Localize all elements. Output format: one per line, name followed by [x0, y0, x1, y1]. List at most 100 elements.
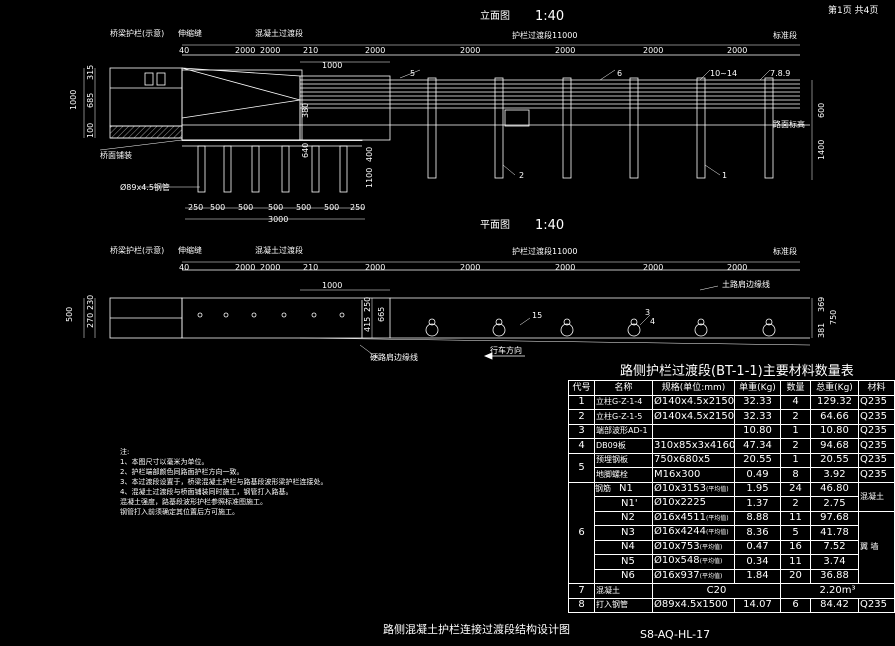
- elev-label-total: 护栏过渡段11000: [512, 30, 577, 40]
- elev-callout-10-14: 10~14: [710, 69, 737, 78]
- rebar-avg: (平均值): [699, 543, 723, 551]
- table-header-row: 代号 名称 规格(单位:mm) 单重(Kg) 数量 总重(Kg) 材料: [568, 380, 895, 396]
- plan-dim-1: 2000: [235, 263, 255, 272]
- rebar-spec-cell: Ø16x4244(平均值): [652, 525, 735, 541]
- cell-spec: C20: [652, 583, 781, 599]
- plan-right-dim-1: 369: [817, 297, 826, 312]
- plan-dim-2: 2000: [260, 263, 280, 272]
- rebar-spec: Ø16x937: [654, 569, 700, 581]
- note-item: 2、护栏端部颜色同路面护栏方向一致。: [120, 468, 244, 476]
- rebar-mat-bottom: 翼 墙: [858, 510, 895, 584]
- elev-dim-0: 40: [179, 46, 189, 55]
- cell-code: 1: [568, 394, 595, 410]
- cell-mat: Q235: [858, 409, 895, 425]
- rebar-spec-cell: Ø10x3153(平均值): [652, 481, 735, 497]
- cell-unit: 0.47: [734, 539, 781, 555]
- rebar-name: 钢筋: [595, 484, 612, 494]
- plan-view: [83, 261, 813, 361]
- rebar-spec: Ø16x4244: [654, 526, 706, 538]
- plan-dim-1000: 1000: [322, 281, 342, 290]
- cell-total: 64.66: [810, 409, 859, 425]
- cell-total: 7.52: [810, 539, 859, 555]
- cell-total: 129.32: [810, 394, 859, 410]
- elev-callout-789: 7.8.9: [770, 69, 790, 78]
- plan-dim-3: 210: [303, 263, 318, 272]
- table-row: N2 Ø16x4511(平均值) 8.88 11 97.68 翼 墙: [569, 510, 895, 584]
- elev-label-left: 桥梁护栏(示意): [110, 28, 164, 38]
- cell-code: 2: [568, 409, 595, 425]
- rebar-spec: Ø10x2225: [654, 497, 706, 509]
- cell-unit: 8.88: [734, 510, 781, 526]
- elev-callout-5: 5: [410, 69, 415, 78]
- rebar-avg: (平均值): [699, 572, 723, 580]
- rebar-id: N1: [619, 483, 633, 495]
- rebar-spec: Ø10x548: [654, 555, 700, 567]
- cell-code: 4: [568, 438, 595, 454]
- drawing-code: S8-AQ-HL-17: [640, 628, 711, 641]
- elev-pile-label: Ø89x4.5钢管: [120, 182, 170, 192]
- elev-bot-dim-3: 500: [268, 203, 283, 212]
- plan-label-joint: 伸缩缝: [178, 245, 202, 255]
- cell-mat: Q235: [858, 423, 895, 439]
- table-row: 8 打入钢管 Ø89x4.5x1500 14.07 6 84.42 Q235: [568, 597, 895, 613]
- elev-bot-dim-6: 250: [350, 203, 365, 212]
- plan-callout-15: 15: [532, 311, 542, 320]
- drawing-title: 路侧混凝土护栏连接过渡段结构设计图: [383, 623, 570, 636]
- plan-dim-0: 40: [179, 263, 189, 272]
- cell-name: 地脚螺栓: [594, 467, 653, 483]
- elev-dim-6: 2000: [555, 46, 575, 55]
- rebar-avg: (平均值): [699, 558, 723, 566]
- plan-label-total: 护栏过渡段11000: [512, 246, 577, 256]
- rebar-name-cell: 钢筋 N1: [594, 481, 653, 497]
- rebar-spec-cell: Ø10x548(平均值): [652, 554, 735, 570]
- cell-unit: 1.37: [734, 496, 781, 512]
- table-row: 5 预埋钢板 750x680x5 20.55 1 20.55 Q235: [568, 452, 895, 483]
- table-row: N4 Ø10x753(平均值) 0.47 16 7.52: [569, 539, 895, 555]
- rebar-avg: (平均值): [705, 529, 729, 537]
- cell-qty: 2: [780, 438, 811, 454]
- elevation-title: 立面图: [480, 9, 510, 22]
- elev-dim-3: 210: [303, 46, 318, 55]
- cell-name: 端部波形AD-1: [594, 423, 653, 439]
- cell-unit: 14.07: [734, 597, 781, 613]
- cell-total: 97.68: [810, 510, 859, 526]
- cell-unit: 0.34: [734, 554, 781, 570]
- note-item: 3、本过渡段设置于，桥梁混凝土护栏与路基段波形梁护栏连接处。: [120, 478, 328, 486]
- cell-name: DB09板: [594, 438, 653, 454]
- plan-label-direction: 行车方向: [490, 345, 522, 355]
- plan-scale: 1:40: [535, 218, 564, 233]
- plan-mid-dim-0: 415: [363, 317, 372, 332]
- plan-dim-4: 2000: [365, 263, 385, 272]
- plan-title: 平面图: [480, 219, 510, 231]
- cell-code: 6: [568, 481, 595, 584]
- elev-label-transition: 混凝土过渡段: [255, 28, 303, 38]
- elev-bot-dim-5: 500: [324, 203, 339, 212]
- elev-callout-2: 2: [519, 171, 524, 180]
- cell-total: 3.92: [810, 467, 859, 483]
- cell-spec: [652, 423, 735, 439]
- cell-unit: 1.84: [734, 568, 781, 584]
- note-item: 混凝土强度，路基段波形护栏参照标准图施工。: [120, 498, 267, 506]
- cell-qty: 16: [780, 539, 811, 555]
- elev-left-dim-1: 685: [86, 93, 95, 108]
- cell-unit: 32.33: [734, 409, 781, 425]
- cell-total: 2.20m³: [780, 583, 895, 599]
- plan-dim-6: 2000: [555, 263, 575, 272]
- cell-qty: 24: [780, 481, 811, 497]
- plan-mid-dim-2: 665: [377, 307, 386, 322]
- rebar-spec: Ø10x3153: [654, 482, 706, 494]
- plan-dim-5: 2000: [460, 263, 480, 272]
- cell-total: 36.88: [810, 568, 859, 584]
- elev-mid-dim-3: 400: [365, 147, 374, 162]
- cell-spec: M16x300: [652, 467, 735, 483]
- cell-total: 10.80: [810, 423, 859, 439]
- elevation-view: [83, 44, 813, 220]
- cell-spec: Ø89x4.5x1500: [652, 597, 735, 613]
- cell-qty: 1: [780, 423, 811, 439]
- cell-total: 3.74: [810, 554, 859, 570]
- rebar-spec-cell: Ø10x2225: [652, 496, 735, 512]
- header-code: 代号: [568, 380, 595, 396]
- page-number: 第1页 共4页: [828, 6, 879, 16]
- cell-qty: 11: [780, 554, 811, 570]
